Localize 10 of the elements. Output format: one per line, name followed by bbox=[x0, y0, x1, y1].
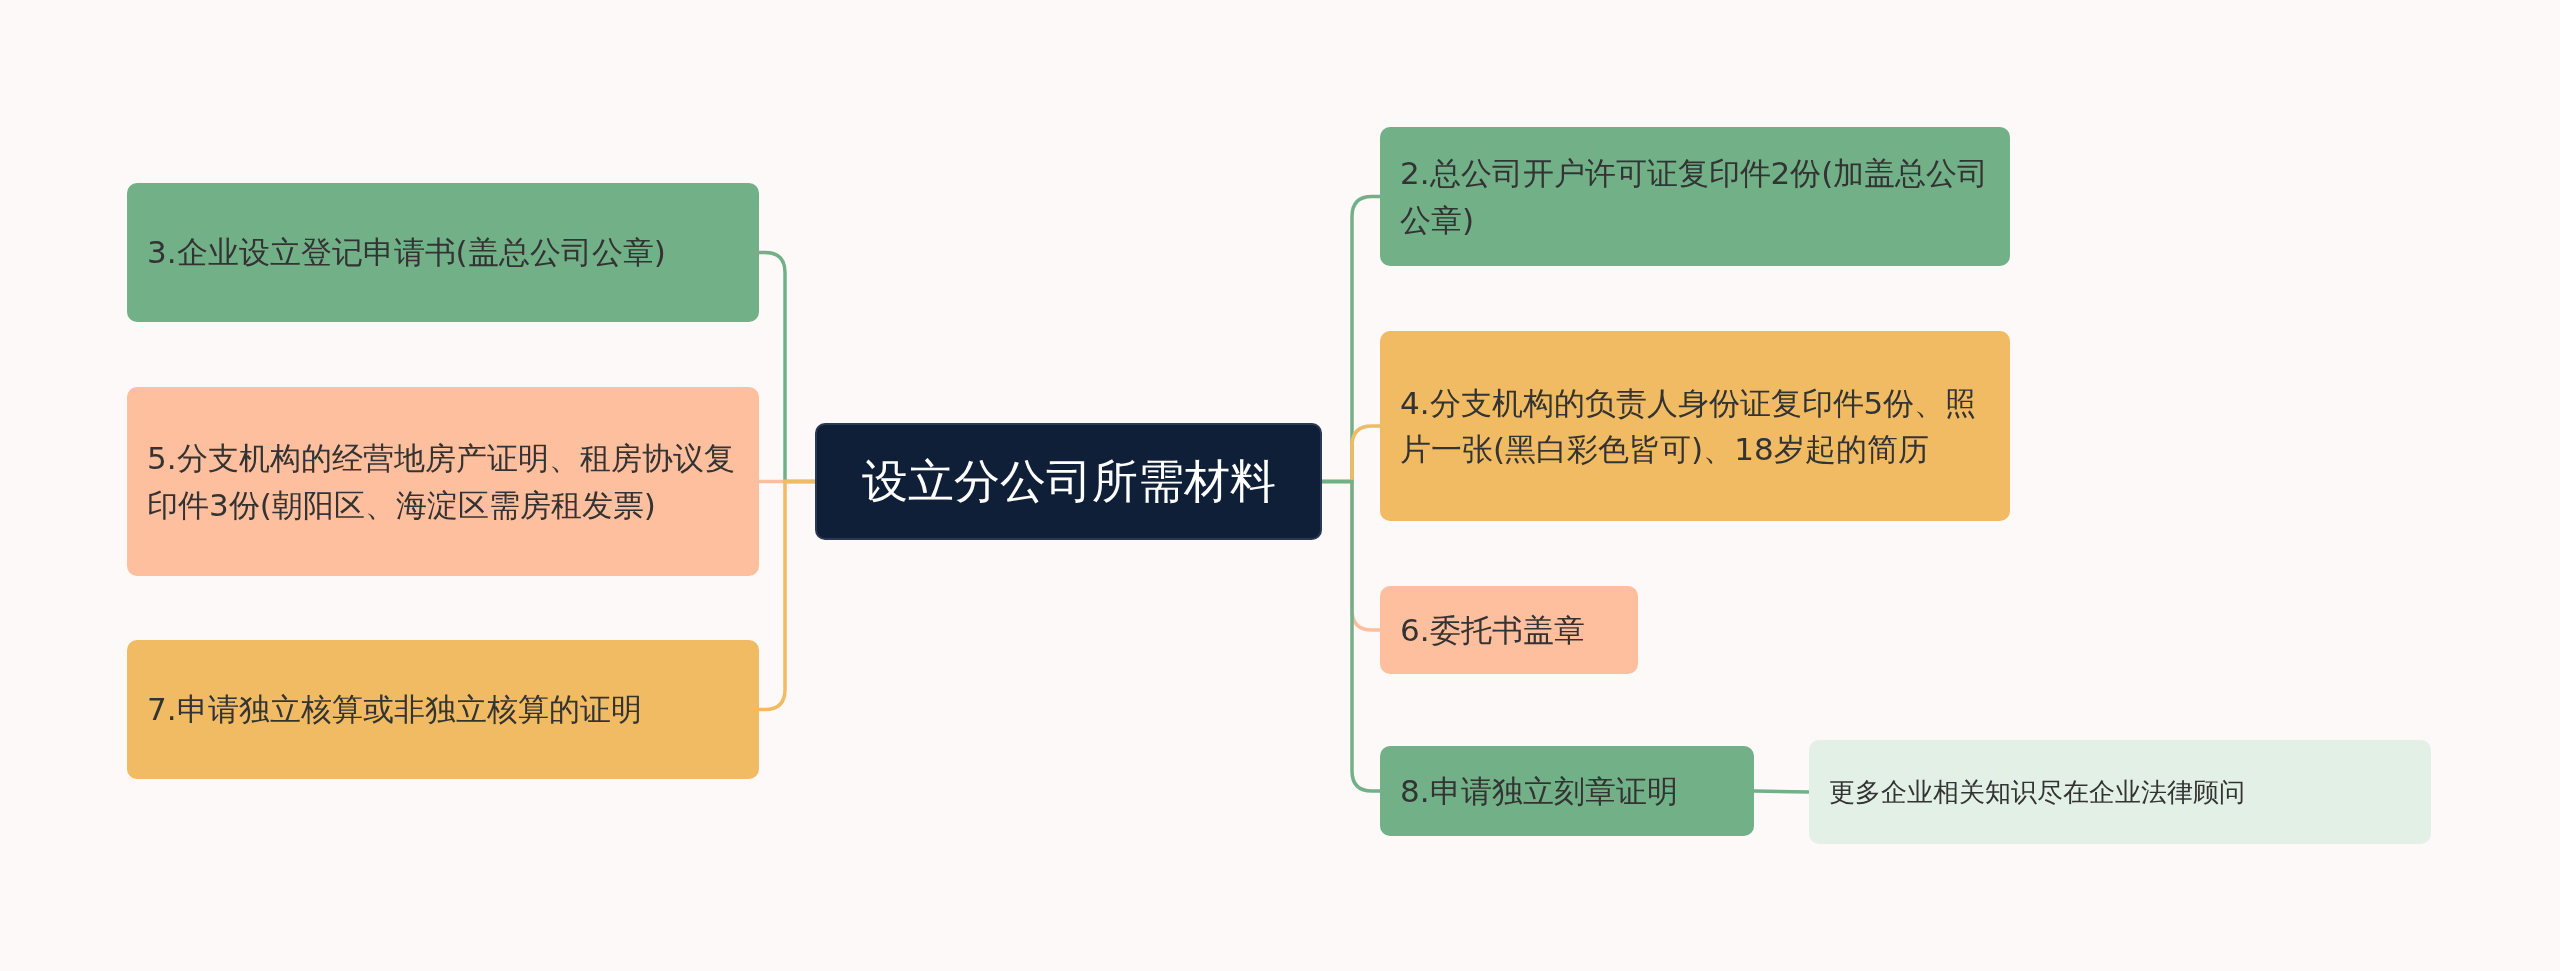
central-topic-box: 设立分公司所需材料 bbox=[815, 423, 1322, 540]
note-box: 更多企业相关知识尽在企业法律顾问 bbox=[1809, 740, 2431, 844]
topic-box: 3.企业设立登记申请书(盖总公司公章) bbox=[127, 183, 759, 322]
topic-box: 5.分支机构的经营地房产证明、租房协议复印件3份(朝阳区、海淀区需房租发票) bbox=[127, 387, 759, 576]
connector-line bbox=[1753, 789, 1810, 794]
topic-box: 2.总公司开户许可证复印件2份(加盖总公司公章) bbox=[1380, 127, 2010, 266]
topic-box: 7.申请独立核算或非独立核算的证明 bbox=[127, 640, 759, 779]
topic-box: 4.分支机构的负责人身份证复印件5份、照片一张(黑白彩色皆可)、18岁起的简历 bbox=[1380, 331, 2010, 521]
topic-box: 6.委托书盖章 bbox=[1380, 586, 1638, 674]
topic-box: 8.申请独立刻章证明 bbox=[1380, 746, 1754, 836]
